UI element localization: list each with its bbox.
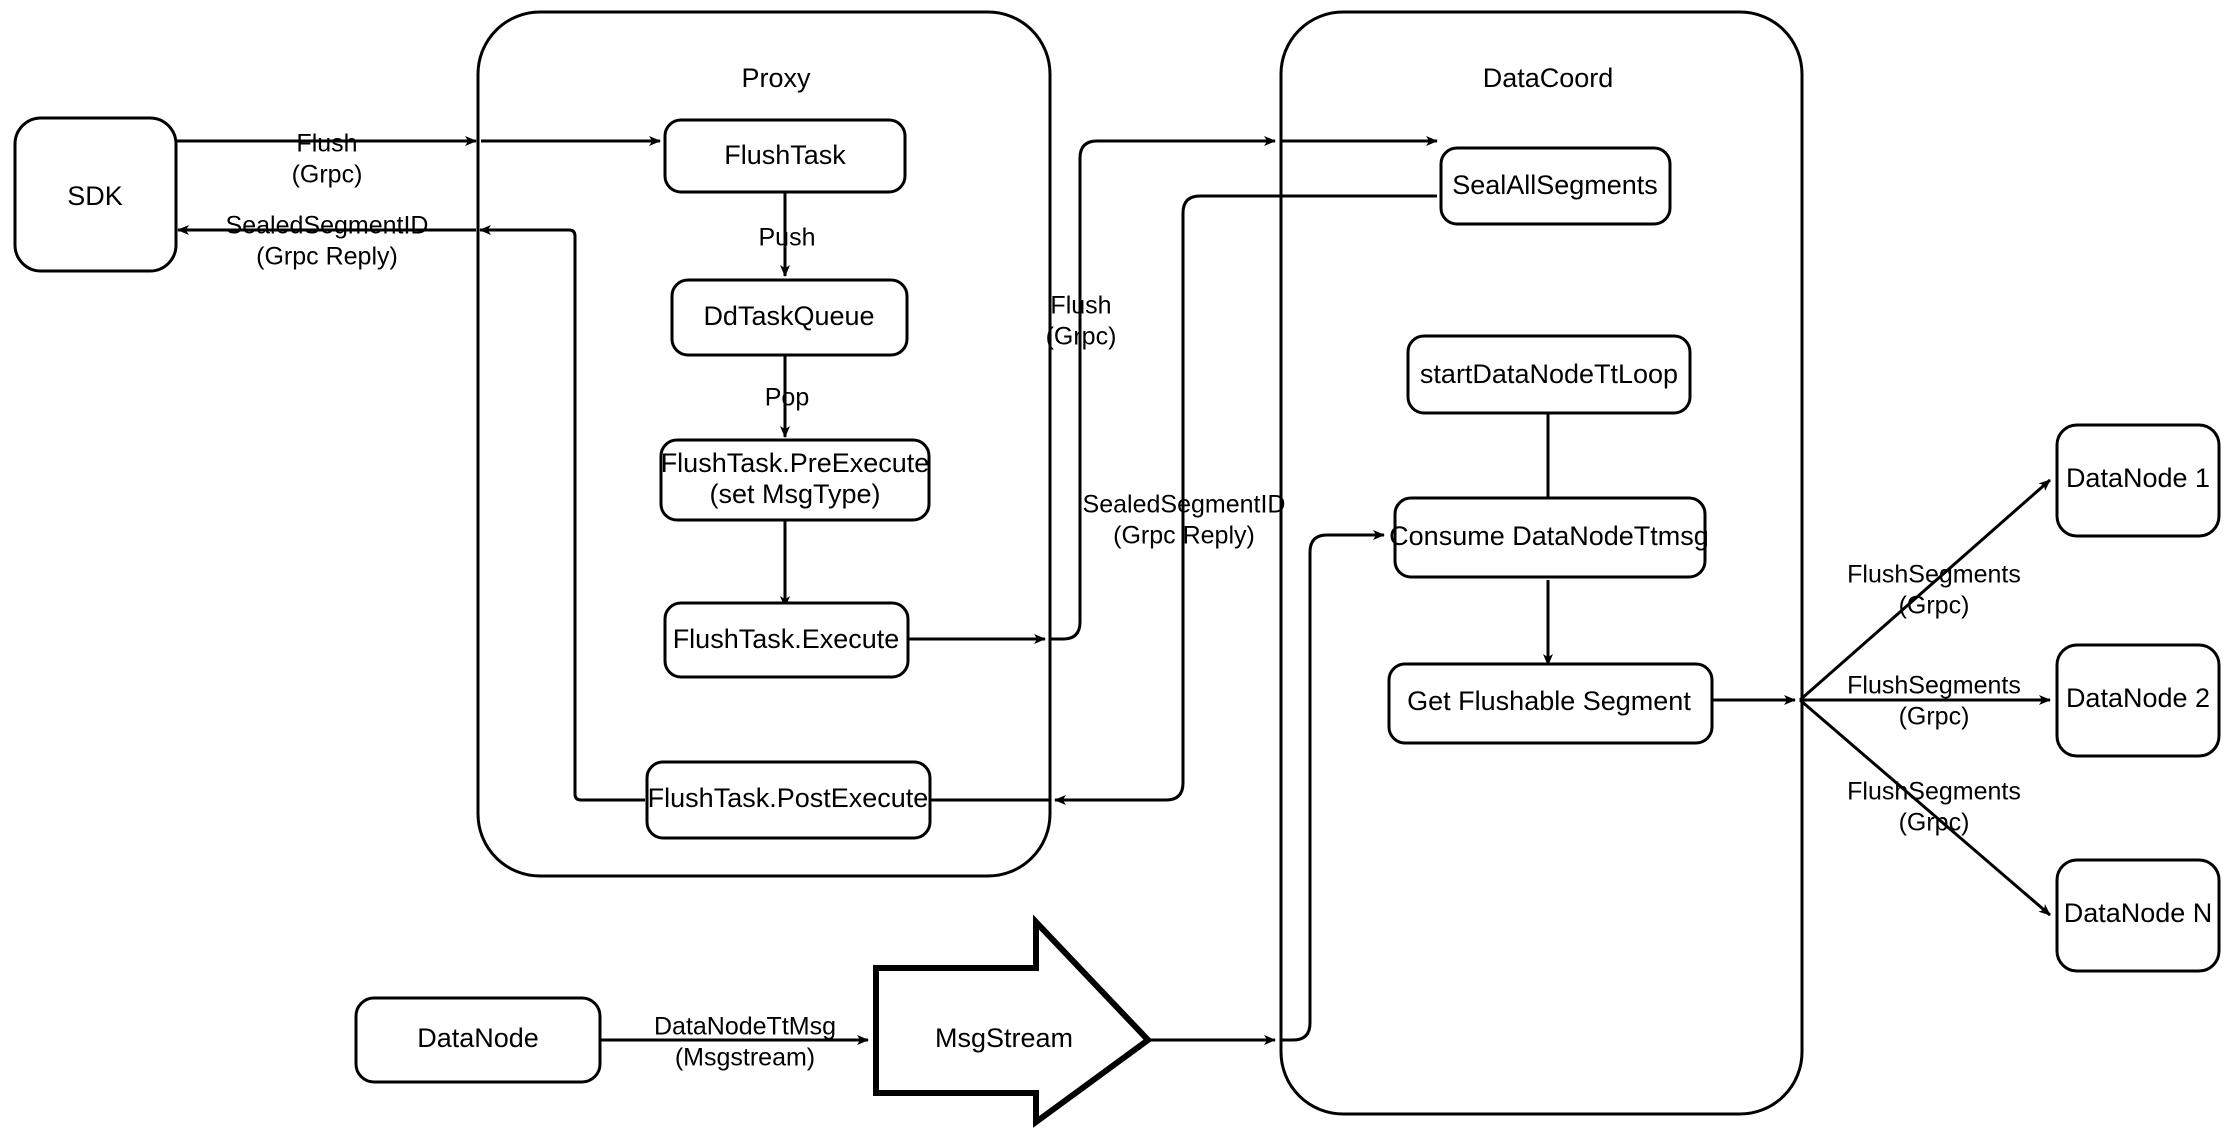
edge-fanout-to-datanode-1 bbox=[1799, 478, 2051, 702]
node-datanode-n-label: DataNode N bbox=[2064, 898, 2213, 928]
node-get-flushable-segment-box[interactable] bbox=[1387, 662, 1714, 745]
node-flushtask-box[interactable] bbox=[663, 118, 907, 194]
node-sdk[interactable]: SDK bbox=[13, 116, 178, 273]
node-flushtask-postexecute-label: FlushTask.PostExecute bbox=[648, 783, 929, 813]
edge-label-flushsegments-n-line1: FlushSegments bbox=[1847, 778, 2021, 806]
edge-label-flushsegments-1-line1: FlushSegments bbox=[1847, 561, 2021, 589]
node-flushtask-postexecute-box[interactable] bbox=[645, 760, 932, 840]
node-consume-datanodettmsg[interactable]: Consume DataNodeTtmsg bbox=[1389, 496, 1709, 579]
node-consume-datanodettmsg-label: Consume DataNodeTtmsg bbox=[1389, 521, 1709, 551]
node-ddtaskqueue[interactable]: DdTaskQueue bbox=[670, 278, 909, 357]
node-startdatanodettloop[interactable]: startDataNodeTtLoop bbox=[1406, 334, 1692, 415]
node-sdk-box[interactable] bbox=[13, 116, 178, 273]
node-startdatanodettloop-box[interactable] bbox=[1406, 334, 1692, 415]
node-datanode-2-box[interactable] bbox=[2055, 643, 2221, 758]
node-get-flushable-segment[interactable]: Get Flushable Segment bbox=[1387, 662, 1714, 745]
edge-label-proxy-flush-line1: Flush bbox=[1050, 292, 1111, 320]
node-ddtaskqueue-box[interactable] bbox=[670, 278, 909, 357]
proxy-group-container bbox=[476, 10, 1052, 878]
edge-label-flushsegments-2-line2: (Grpc) bbox=[1899, 703, 1970, 731]
node-datanode-n-box[interactable] bbox=[2055, 858, 2221, 973]
node-ddtaskqueue-label: DdTaskQueue bbox=[703, 301, 874, 331]
node-msgstream-arrow-shape[interactable] bbox=[873, 914, 1153, 1128]
edge-fanout-to-datanode-n bbox=[1799, 698, 2051, 917]
node-flushtask-postexecute[interactable]: FlushTask.PostExecute bbox=[645, 760, 932, 840]
node-flushtask-preexecute-box[interactable] bbox=[659, 438, 931, 522]
edge-label-sealedsegmentid-line2: (Grpc Reply) bbox=[256, 243, 398, 271]
node-sdk-label: SDK bbox=[67, 181, 123, 211]
edge-label-datanodettmsg-line1: DataNodeTtMsg bbox=[654, 1013, 836, 1041]
node-datanode-bottom[interactable]: DataNode bbox=[354, 996, 602, 1084]
edge-sealallsegments-to-proxy-boundary bbox=[1054, 194, 1437, 805]
node-datanode-2-label: DataNode 2 bbox=[2066, 683, 2210, 713]
edge-label-datanodettmsg-line2: (Msgstream) bbox=[675, 1044, 815, 1072]
node-datanode-2[interactable]: DataNode 2 bbox=[2055, 643, 2221, 758]
node-datanode-bottom-box[interactable] bbox=[354, 996, 602, 1084]
edge-label-flush-grpc-line2: (Grpc) bbox=[292, 161, 363, 189]
node-consume-datanodettmsg-box[interactable] bbox=[1393, 496, 1707, 579]
edge-postexecute-to-proxy-boundary bbox=[479, 225, 645, 802]
edge-label-flushsegments-1-line2: (Grpc) bbox=[1899, 592, 1970, 620]
edge-label-proxy-flush-line2: (Grpc) bbox=[1046, 323, 1117, 351]
edge-label-flushsegments-n-line2: (Grpc) bbox=[1899, 809, 1970, 837]
node-datanode-1[interactable]: DataNode 1 bbox=[2055, 423, 2221, 538]
edge-datacoord-boundary-to-consume bbox=[1281, 530, 1385, 1042]
node-get-flushable-segment-label: Get Flushable Segment bbox=[1407, 686, 1691, 716]
node-flushtask-execute[interactable]: FlushTask.Execute bbox=[663, 601, 910, 679]
node-flushtask[interactable]: FlushTask bbox=[663, 118, 907, 194]
node-msgstream[interactable]: MsgStream bbox=[873, 914, 1153, 1128]
proxy-group-label: Proxy bbox=[741, 63, 811, 93]
node-msgstream-label: MsgStream bbox=[935, 1023, 1073, 1053]
node-sealallsegments-label: SealAllSegments bbox=[1452, 170, 1658, 200]
edge-label-coord-sealedsegmentid-line2: (Grpc Reply) bbox=[1113, 522, 1255, 550]
edge-label-push: Push bbox=[759, 224, 816, 252]
node-flushtask-preexecute-label-line1: FlushTask.PreExecute bbox=[661, 448, 930, 478]
node-flushtask-preexecute[interactable]: FlushTask.PreExecute (set MsgType) bbox=[659, 438, 931, 522]
node-flushtask-execute-label: FlushTask.Execute bbox=[673, 624, 900, 654]
node-datanode-n[interactable]: DataNode N bbox=[2055, 858, 2221, 973]
node-startdatanodettloop-label: startDataNodeTtLoop bbox=[1420, 359, 1678, 389]
node-datanode-1-box[interactable] bbox=[2055, 423, 2221, 538]
edge-label-flushsegments-2-line1: FlushSegments bbox=[1847, 672, 2021, 700]
edge-proxy-boundary-to-datacoord-boundary bbox=[1050, 136, 1276, 641]
datacoord-group-label: DataCoord bbox=[1483, 63, 1614, 93]
node-sealallsegments-box[interactable] bbox=[1439, 146, 1672, 226]
node-datanode-bottom-label: DataNode bbox=[417, 1023, 539, 1053]
node-flushtask-execute-box[interactable] bbox=[663, 601, 910, 679]
node-sealallsegments[interactable]: SealAllSegments bbox=[1439, 146, 1672, 226]
node-flushtask-label: FlushTask bbox=[724, 140, 846, 170]
node-datanode-1-label: DataNode 1 bbox=[2066, 463, 2210, 493]
edge-label-pop: Pop bbox=[765, 384, 809, 412]
datacoord-group-container bbox=[1279, 10, 1804, 1116]
edge-label-coord-sealedsegmentid-line1: SealedSegmentID bbox=[1083, 491, 1286, 519]
edge-label-flush-grpc-line1: Flush bbox=[296, 130, 357, 158]
node-flushtask-preexecute-label-line2: (set MsgType) bbox=[709, 479, 880, 509]
edge-label-sealedsegmentid-line1: SealedSegmentID bbox=[226, 212, 429, 240]
